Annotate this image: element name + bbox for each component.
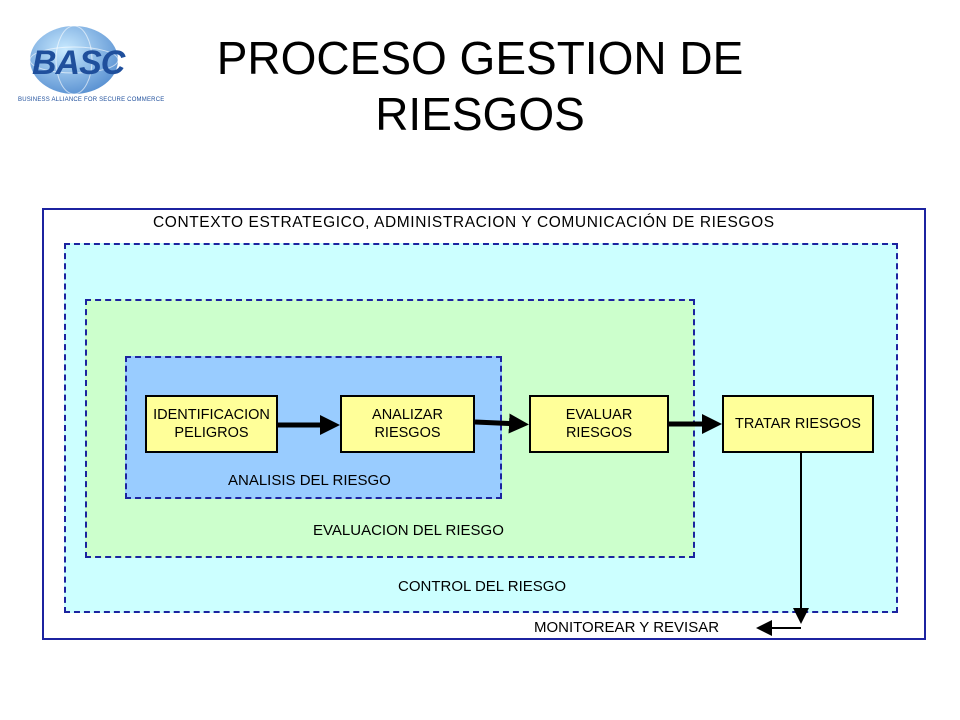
analizar-riesgos-box: ANALIZAR RIESGOS (340, 395, 475, 453)
control-label: CONTROL DEL RIESGO (398, 578, 567, 595)
identificacion-peligros-box: IDENTIFICACION PELIGROS (145, 395, 278, 453)
title-text: PROCESO GESTION DE RIESGOS (216, 32, 744, 140)
evaluar-riesgos-box: EVALUAR RIESGOS (529, 395, 669, 453)
analisis-label: ANALISIS DEL RIESGO (228, 472, 391, 489)
evaluacion-label: EVALUACION DEL RIESGO (313, 522, 504, 539)
basc-logo: BASC (29, 25, 127, 95)
globe-icon (30, 26, 118, 94)
slide-title: PROCESO GESTION DE RIESGOS (160, 30, 800, 142)
tratar-riesgos-box: TRATAR RIESGOS (722, 395, 874, 453)
logo-text: BASC (32, 44, 126, 82)
context-label: CONTEXTO ESTRATEGICO, ADMINISTRACION Y C… (153, 214, 775, 231)
monitor-label: MONITOREAR Y REVISAR (532, 619, 722, 636)
logo-subtitle: BUSINESS ALLIANCE FOR SECURE COMMERCE (18, 97, 165, 103)
